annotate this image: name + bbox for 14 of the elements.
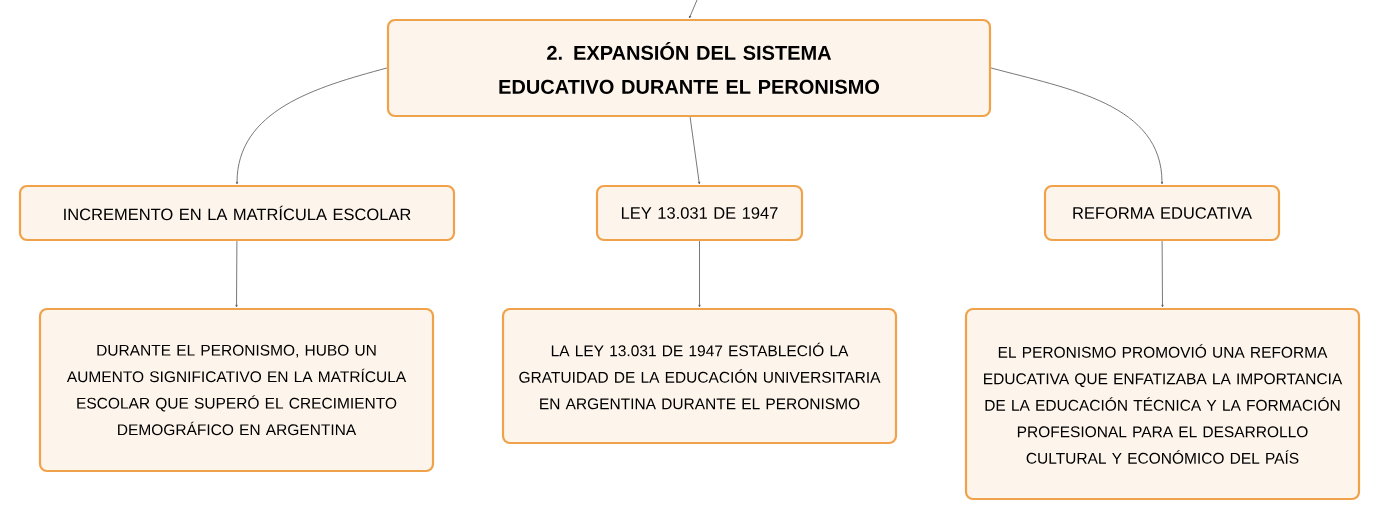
description-box: LA LEY 13.031 DE 1947 ESTABLECIÓ LA GRATUIDAD DE LA EDUCACIÓN UNIVERSITARIA EN ARGENTINA DURANTE EL PERONISMO [501,307,898,445]
arrow [235,67,388,185]
arrow [990,67,1164,185]
description-box: DURANTE EL PERONISMO, HUBO UN AUMENTO SIGNIFICATIVO EN LA MATRÍCULA ESCOLAR QUE SUPERÓ EL CRECIMIENTO DEMOGRÁFICO EN ARGENTINA [38,307,435,473]
arrow [689,116,701,185]
topic-box: REFORMA EDUCATIVA [1043,184,1281,242]
topic-box: INCREMENTO EN LA MATRÍCULA ESCOLAR [18,184,456,242]
title-box: 2. EXPANSIÓN DEL SISTEMA EDUCATIVO DURANTE EL PERONISMO [386,18,992,118]
topic-box: LEY 13.031 DE 1947 [595,184,804,242]
arrow [698,240,701,308]
arrow [235,240,238,308]
arrow [689,0,698,19]
description-box: EL PERONISMO PROMOVIÓ UNA REFORMA EDUCATIVA QUE ENFATIZABA LA IMPORTANCIA DE LA EDUCACIÓN TÉCNICA Y LA FORMACIÓN PROFESIONAL PARA EL DESARROLLO CULTURAL Y ECONÓMICO DEL PAÍS [964,307,1361,501]
arrow [1161,240,1164,308]
